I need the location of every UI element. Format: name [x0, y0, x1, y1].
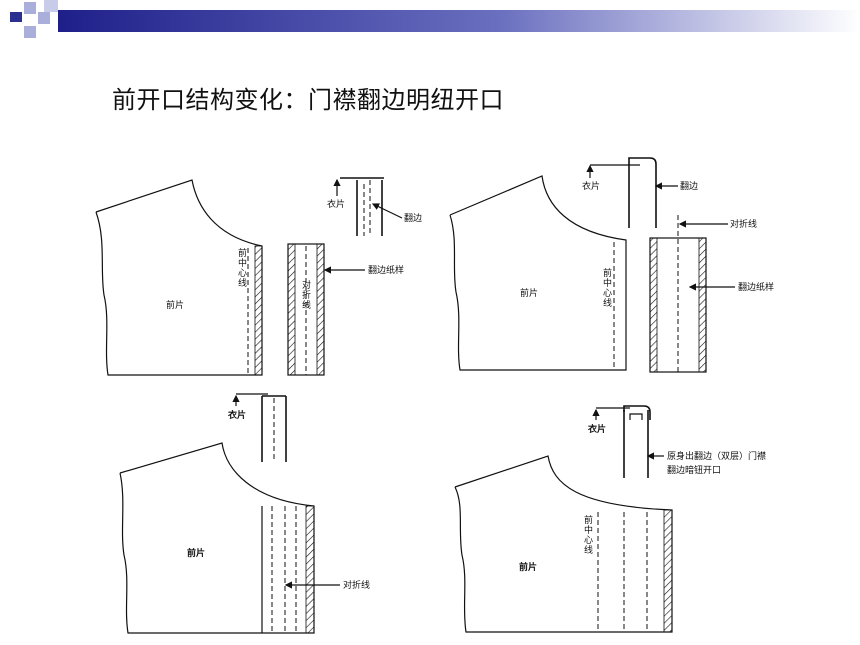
fold-line-char: 线	[302, 299, 311, 311]
slide-title: 前开口结构变化：门襟翻边明纽开口	[112, 86, 504, 114]
center-line-char: 前	[584, 514, 593, 526]
note-line-1: 原身出翻边（双层）门襟	[667, 450, 766, 462]
front-hatch-strip	[305, 505, 315, 634]
header-square	[10, 12, 22, 22]
center-line-char: 线	[238, 277, 247, 289]
facing-pattern-label: 翻边纸样	[738, 281, 774, 293]
front-piece-outline	[454, 455, 673, 633]
panel-top-right: 前片 前 中 心 线 对折线 翻边纸样 衣片 翻边	[449, 157, 774, 373]
detail-inner-fold	[629, 413, 643, 420]
facing-hatch-right	[316, 243, 325, 376]
garment-label: 衣片	[588, 423, 606, 435]
garment-label: 衣片	[327, 198, 345, 210]
center-line-char: 中	[584, 524, 593, 536]
front-hatch-strip	[254, 245, 263, 376]
detail-fold-top	[623, 405, 651, 420]
header-gradient-band	[58, 10, 860, 32]
panel-top-left: 前片 前 中 心 线 对 折 线 翻边纸样 衣片 翻边	[95, 177, 422, 376]
center-line-char: 中	[238, 257, 247, 269]
front-piece-label: 前片	[520, 287, 538, 299]
panel-bottom-left: 前片 对折线 衣片	[119, 393, 370, 634]
facing-label: 翻边	[404, 213, 422, 224]
front-piece-label: 前片	[187, 547, 205, 559]
center-line-char: 心	[238, 268, 247, 279]
center-line-char: 中	[603, 277, 612, 289]
fold-line-label: 对折线	[343, 579, 370, 591]
facing-hatch-left	[649, 237, 658, 373]
header-decoration	[10, 0, 860, 38]
fold-line-char: 折	[302, 289, 311, 301]
garment-label: 衣片	[582, 180, 600, 192]
header-square	[24, 2, 36, 14]
center-line-char: 心	[584, 535, 593, 546]
front-piece-label: 前片	[166, 299, 184, 311]
facing-pattern-label: 翻边纸样	[368, 264, 404, 276]
center-line-char: 线	[603, 297, 612, 309]
panel-bottom-right: 前片 前 中 心 线 衣片 原身出翻边（双层）门襟 翻边暗钮开口	[454, 405, 766, 633]
note-line-2: 翻边暗钮开口	[667, 464, 721, 476]
header-square	[38, 12, 50, 24]
header-square	[24, 26, 36, 38]
fold-line-label: 对折线	[730, 218, 757, 230]
front-piece-outline	[95, 179, 263, 376]
center-line-char: 前	[603, 267, 612, 279]
center-line-char: 心	[603, 288, 612, 299]
garment-label: 衣片	[228, 409, 246, 421]
facing-hatch-right	[698, 237, 707, 373]
front-hatch-strip	[663, 509, 673, 633]
fold-line-char: 对	[302, 279, 311, 291]
facing-pointer	[371, 203, 403, 219]
front-piece-label: 前片	[519, 561, 537, 573]
header-square	[44, 0, 58, 12]
front-piece-outline	[449, 175, 627, 371]
detail-fold-top	[628, 157, 657, 165]
front-piece-outline	[119, 442, 315, 634]
facing-label: 翻边	[680, 181, 698, 192]
center-line-char: 前	[238, 247, 247, 259]
center-line-char: 线	[584, 544, 593, 556]
facing-hatch-left	[287, 243, 296, 376]
